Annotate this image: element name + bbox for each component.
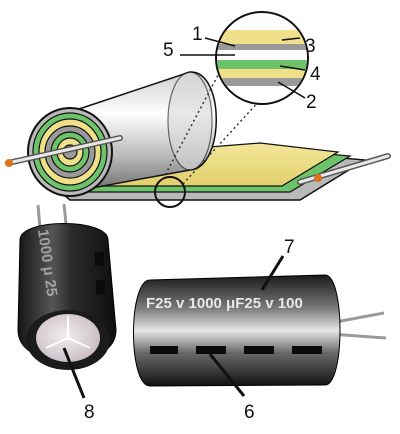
label-7: 7 bbox=[284, 237, 295, 258]
standing-stripe-2 bbox=[96, 280, 105, 294]
label-6: 6 bbox=[244, 402, 255, 423]
callout-line-2 bbox=[277, 81, 306, 99]
standing-stripe-1 bbox=[95, 252, 104, 266]
layer-yellow-top bbox=[217, 30, 307, 44]
layer-grey-bottom bbox=[217, 78, 307, 86]
film-roll-illustration: 1 5 3 4 2 bbox=[5, 11, 391, 208]
label-3: 3 bbox=[305, 36, 316, 57]
standing-lead-right bbox=[62, 203, 68, 225]
lying-cap-marking: F25 v 1000 μF25 v 100 bbox=[146, 295, 303, 312]
callout-line-7 bbox=[260, 255, 285, 291]
layer-yellow-bottom bbox=[217, 69, 307, 78]
callout-line-6 bbox=[208, 353, 246, 397]
standing-lead-left bbox=[36, 204, 42, 229]
vent-score-icon bbox=[45, 316, 91, 349]
left-lead-wire bbox=[5, 135, 123, 167]
label-2: 2 bbox=[306, 92, 317, 113]
zoom-projection-line-left bbox=[162, 61, 226, 180]
label-1: 1 bbox=[192, 24, 203, 45]
callout-line-3 bbox=[281, 37, 301, 41]
callout-line-4 bbox=[279, 65, 306, 71]
layer-green bbox=[217, 60, 307, 69]
lying-can-body bbox=[133, 274, 341, 387]
callout-line-8 bbox=[62, 347, 86, 399]
label-8: 8 bbox=[84, 402, 95, 423]
polarity-stripe bbox=[150, 346, 322, 354]
layer-gap bbox=[217, 50, 307, 60]
callout-line-1 bbox=[204, 37, 236, 47]
lying-capacitor: F25 v 1000 μF25 v 100 7 6 bbox=[133, 237, 387, 423]
zoom-source-circle bbox=[154, 176, 186, 208]
magnified-layer-detail bbox=[215, 11, 309, 105]
standing-capacitor: 1000 μ 25 8 bbox=[17, 203, 117, 423]
right-lead-wire bbox=[297, 153, 391, 185]
label-4: 4 bbox=[310, 64, 321, 85]
layer-grey-top bbox=[217, 44, 307, 50]
label-5: 5 bbox=[163, 40, 174, 61]
top-callout-lines bbox=[180, 37, 306, 99]
